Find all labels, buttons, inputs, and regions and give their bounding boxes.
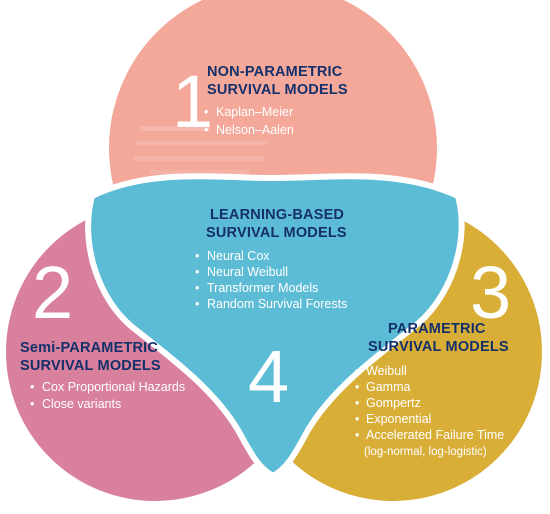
section-3-bullet-4: • bbox=[355, 412, 359, 426]
section-4-bullet-3: • bbox=[195, 281, 199, 295]
section-2-bullet-1: • bbox=[30, 380, 34, 394]
section-1-number: 1 bbox=[172, 60, 213, 143]
section-3-bullet-2: • bbox=[355, 380, 359, 394]
section-4-item-4: Random Survival Forests bbox=[207, 297, 347, 311]
section-4-bullet-2: • bbox=[195, 265, 199, 279]
section-1-bullet-1: • bbox=[204, 105, 208, 119]
section-2-item-2: Close variants bbox=[42, 397, 121, 411]
section-1-title-line1: NON-PARAMETRIC bbox=[207, 64, 343, 80]
section-4-number: 4 bbox=[248, 335, 289, 418]
section-3-item-5: Accelerated Failure Time bbox=[366, 428, 504, 442]
section-1-item-1: Kaplan–Meier bbox=[216, 105, 293, 119]
section-3-bullet-5: • bbox=[355, 428, 359, 442]
section-4-title-line1: LEARNING-BASED bbox=[210, 207, 344, 223]
section-3-item-2: Gamma bbox=[366, 380, 411, 394]
section-3-title-line2: SURVIVAL MODELS bbox=[368, 339, 509, 355]
section-3-note: (log-normal, log-logistic) bbox=[364, 446, 487, 458]
section-4-bullet-4: • bbox=[195, 297, 199, 311]
section-2-bullet-2: • bbox=[30, 397, 34, 411]
section-2-title-line2: SURVIVAL MODELS bbox=[20, 358, 161, 374]
section-3-item-1: Weibull bbox=[366, 364, 407, 378]
section-2-number: 2 bbox=[32, 251, 73, 334]
section-3-number: 3 bbox=[470, 251, 511, 334]
section-4-title-line2: SURVIVAL MODELS bbox=[206, 225, 347, 241]
section-3-title-line1: PARAMETRIC bbox=[388, 321, 486, 337]
section-4-item-1: Neural Cox bbox=[207, 249, 270, 263]
section-2-item-1: Cox Proportional Hazards bbox=[42, 380, 185, 394]
section-1-bullet-2: • bbox=[204, 123, 208, 137]
section-4-item-3: Transformer Models bbox=[207, 281, 318, 295]
section-2-title-line1: Semi-PARAMETRIC bbox=[20, 340, 158, 356]
section-1-item-2: Nelson–Aalen bbox=[216, 123, 294, 137]
section-4-item-2: Neural Weibull bbox=[207, 265, 288, 279]
section-1-title-line2: SURVIVAL MODELS bbox=[207, 82, 348, 98]
learning-based-region bbox=[85, 173, 465, 479]
section-3-bullet-3: • bbox=[355, 396, 359, 410]
section-3-bullet-1: • bbox=[355, 364, 359, 378]
section-4-bullet-1: • bbox=[195, 249, 199, 263]
section-3-item-3: Gompertz bbox=[366, 396, 421, 410]
section-3-item-4: Exponential bbox=[366, 412, 431, 426]
ghost-text bbox=[134, 126, 268, 174]
